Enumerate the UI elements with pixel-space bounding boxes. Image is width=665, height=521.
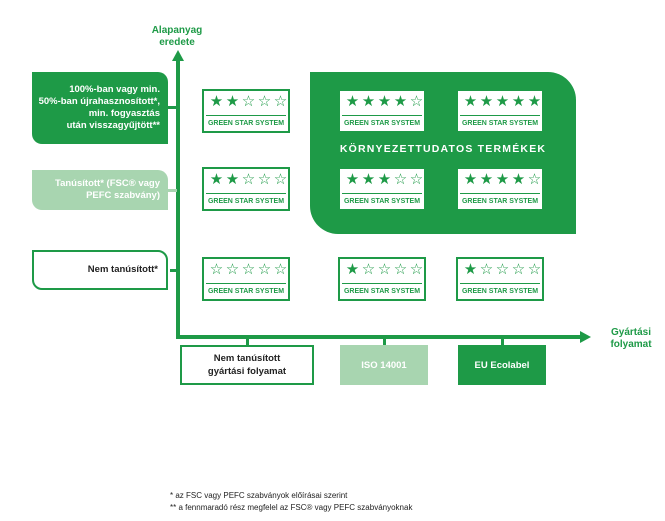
green-star-badge: ★★☆☆☆GREEN STAR SYSTEM [202,89,290,133]
empty-star-icon: ☆ [361,261,376,278]
filled-star-icon: ★ [479,171,494,188]
y-axis-arrow [172,50,184,61]
filled-star-icon: ★ [361,171,376,188]
filled-star-icon: ★ [495,93,510,110]
badge-label: GREEN STAR SYSTEM [460,283,540,297]
row-connector [168,189,177,192]
filled-star-icon: ★ [377,93,392,110]
filled-star-icon: ★ [377,171,392,188]
filled-star-icon: ★ [225,93,240,110]
x-tick [246,338,249,346]
green-star-badge: ★★☆☆☆GREEN STAR SYSTEM [202,167,290,211]
filled-star-icon: ★ [361,93,376,110]
row-connector [168,106,177,109]
badge-label: GREEN STAR SYSTEM [460,115,540,129]
green-star-badge: ★★★★☆GREEN STAR SYSTEM [338,89,426,133]
badge-label: GREEN STAR SYSTEM [206,115,286,129]
empty-star-icon: ☆ [241,261,256,278]
y-axis-line [176,60,180,339]
star-rating: ★★☆☆☆ [209,94,288,110]
badge-label: GREEN STAR SYSTEM [206,283,286,297]
empty-star-icon: ☆ [241,171,256,188]
row-label-certified: Tanúsított* (FSC® vagy PEFC szabvány) [32,170,168,210]
green-star-badge: ★★★★☆GREEN STAR SYSTEM [456,167,544,211]
green-star-badge: ★☆☆☆☆GREEN STAR SYSTEM [456,257,544,301]
x-axis-arrow [580,331,591,343]
empty-star-icon: ☆ [241,93,256,110]
empty-star-icon: ☆ [273,171,288,188]
filled-star-icon: ★ [495,171,510,188]
badge-label: GREEN STAR SYSTEM [342,193,422,207]
green-star-badge: ★☆☆☆☆GREEN STAR SYSTEM [338,257,426,301]
x-axis-label: Gyártási folyamat [610,327,652,350]
footnote-2: ** a fennmaradó rész megfelel az FSC® va… [170,503,413,512]
row-label-not-certified: Nem tanúsított* [32,250,168,290]
footnote-1: * az FSC vagy PEFC szabványok előírásai … [170,491,348,500]
empty-star-icon: ☆ [257,93,272,110]
filled-star-icon: ★ [345,171,360,188]
filled-star-icon: ★ [209,93,224,110]
star-rating: ★★★★★ [463,94,542,110]
x-axis-line [176,335,580,339]
star-rating: ★★☆☆☆ [209,172,288,188]
badge-label: GREEN STAR SYSTEM [342,115,422,129]
star-rating: ★☆☆☆☆ [463,262,542,278]
empty-star-icon: ☆ [409,93,424,110]
star-rating: ★★★★☆ [463,172,542,188]
star-rating: ★☆☆☆☆ [345,262,424,278]
star-rating: ★★★☆☆ [345,172,424,188]
filled-star-icon: ★ [511,93,526,110]
empty-star-icon: ☆ [257,171,272,188]
star-rating: ☆☆☆☆☆ [209,262,288,278]
empty-star-icon: ☆ [273,261,288,278]
empty-star-icon: ☆ [495,261,510,278]
empty-star-icon: ☆ [393,171,408,188]
green-star-badge: ☆☆☆☆☆GREEN STAR SYSTEM [202,257,290,301]
row-label-recycled: 100%-ban vagy min. 50%-ban újrahasznosít… [32,72,168,144]
filled-star-icon: ★ [479,93,494,110]
empty-star-icon: ☆ [393,261,408,278]
filled-star-icon: ★ [463,93,478,110]
column-label-not-certified-process: Nem tanúsított gyártási folyamat [180,345,314,385]
empty-star-icon: ☆ [225,261,240,278]
filled-star-icon: ★ [345,261,360,278]
filled-star-icon: ★ [225,171,240,188]
row-connector [170,269,177,272]
empty-star-icon: ☆ [511,261,526,278]
eco-products-title: KÖRNYEZETTUDATOS TERMÉKEK [339,143,547,155]
column-label-eu-ecolabel: EU Ecolabel [458,345,546,385]
filled-star-icon: ★ [209,171,224,188]
column-label-iso14001: ISO 14001 [340,345,428,385]
filled-star-icon: ★ [527,93,542,110]
empty-star-icon: ☆ [257,261,272,278]
empty-star-icon: ☆ [209,261,224,278]
green-star-badge: ★★★★★GREEN STAR SYSTEM [456,89,544,133]
filled-star-icon: ★ [511,171,526,188]
empty-star-icon: ☆ [409,261,424,278]
empty-star-icon: ☆ [527,171,542,188]
y-axis-label: Alapanyag eredete [151,25,203,48]
empty-star-icon: ☆ [377,261,392,278]
empty-star-icon: ☆ [479,261,494,278]
empty-star-icon: ☆ [409,171,424,188]
filled-star-icon: ★ [463,171,478,188]
badge-label: GREEN STAR SYSTEM [206,193,286,207]
empty-star-icon: ☆ [527,261,542,278]
badge-label: GREEN STAR SYSTEM [460,193,540,207]
star-rating: ★★★★☆ [345,94,424,110]
x-tick [501,338,504,346]
filled-star-icon: ★ [393,93,408,110]
badge-label: GREEN STAR SYSTEM [342,283,422,297]
filled-star-icon: ★ [463,261,478,278]
empty-star-icon: ☆ [273,93,288,110]
green-star-badge: ★★★☆☆GREEN STAR SYSTEM [338,167,426,211]
x-tick [383,338,386,346]
filled-star-icon: ★ [345,93,360,110]
